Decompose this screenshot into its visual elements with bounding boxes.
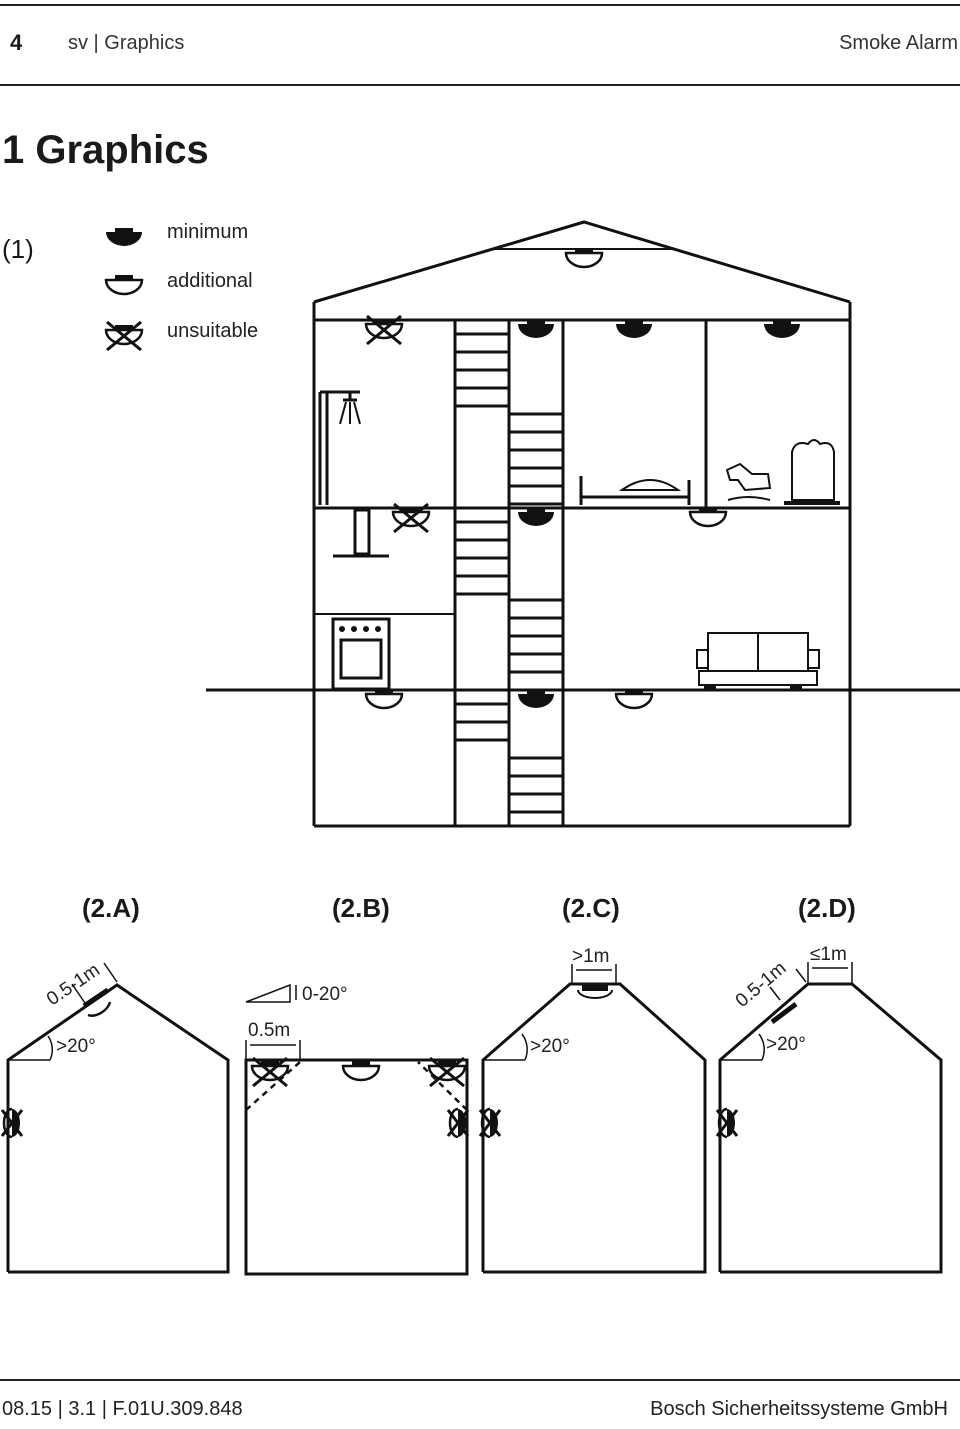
hall-alarm-icon	[518, 320, 554, 338]
figure-1-label: (1)	[2, 234, 34, 264]
stair-alarm-icon	[518, 508, 554, 526]
fig2c-wall-unsuitable-icon	[478, 1107, 502, 1139]
legend-unsuitable-label: unsuitable	[167, 320, 259, 342]
figure-2a	[6, 962, 230, 1274]
legend-minimum-icon	[106, 228, 142, 246]
attic-alarm-icon	[564, 246, 604, 269]
fig2a-wall-unsuitable-icon	[0, 1107, 24, 1139]
figure-2c	[481, 964, 707, 1274]
company-name: Bosch Sicherheitssysteme GmbH	[650, 1398, 948, 1420]
living-room-alarm-icon	[688, 505, 728, 528]
fig2b-distance-label: 0.5m	[248, 1020, 290, 1041]
document-info: 08.15 | 3.1 | F.01U.309.848	[2, 1398, 243, 1420]
kids-room-alarm-icon	[764, 320, 800, 338]
fig2d-distance-label: 0.5-1m	[732, 958, 791, 1012]
product-name: Smoke Alarm	[839, 32, 958, 54]
fig2d-wall-unsuitable-icon	[715, 1107, 739, 1139]
fig2d-angle-label: >20°	[766, 1034, 806, 1055]
fig2a-distance-label: 0.5-1m	[43, 960, 104, 1010]
fig2b-slope-label: 0-20°	[302, 984, 348, 1005]
fig2b-left-unsuitable-icon	[250, 1056, 290, 1088]
page-title: 1 Graphics	[2, 128, 209, 172]
bathroom-unsuitable-alarm-icon	[364, 314, 404, 346]
section-name: sv | Graphics	[68, 32, 185, 54]
fig2d-width-label: ≤1m	[810, 944, 847, 965]
legend-unsuitable-icon	[104, 320, 144, 352]
stairs	[455, 332, 563, 814]
header-bottom-rule	[0, 84, 960, 86]
basement-stair-alarm-icon	[518, 690, 554, 708]
bedroom-alarm-icon	[616, 320, 652, 338]
figure-2b-label: (2.B)	[332, 893, 390, 923]
fig2c-width-label: >1m	[572, 946, 610, 967]
basement-right-alarm-icon	[614, 687, 654, 710]
fig2c-angle-label: >20°	[530, 1036, 570, 1057]
fig2a-angle-label: >20°	[56, 1036, 96, 1057]
fig2b-right-unsuitable-icon	[427, 1056, 467, 1088]
figure-2a-label: (2.A)	[82, 893, 140, 923]
kitchen-unsuitable-alarm-icon	[391, 502, 431, 534]
fig2b-alarm-icon	[341, 1059, 381, 1082]
fig2b-right-wall-unsuitable-icon	[446, 1107, 470, 1139]
figure-2d-label: (2.D)	[798, 893, 856, 923]
figure-2d	[718, 962, 943, 1274]
legend-additional-icon	[104, 273, 144, 296]
page-number: 4	[10, 30, 23, 55]
footer-rule	[0, 1379, 960, 1381]
figure-2c-label: (2.C)	[562, 893, 620, 923]
figure-2b	[244, 983, 469, 1276]
legend-minimum-label: minimum	[167, 221, 249, 243]
header-top-rule	[0, 4, 960, 6]
legend-additional-label: additional	[167, 270, 253, 292]
basement-left-alarm-icon	[364, 687, 404, 710]
house-diagram	[206, 220, 960, 828]
